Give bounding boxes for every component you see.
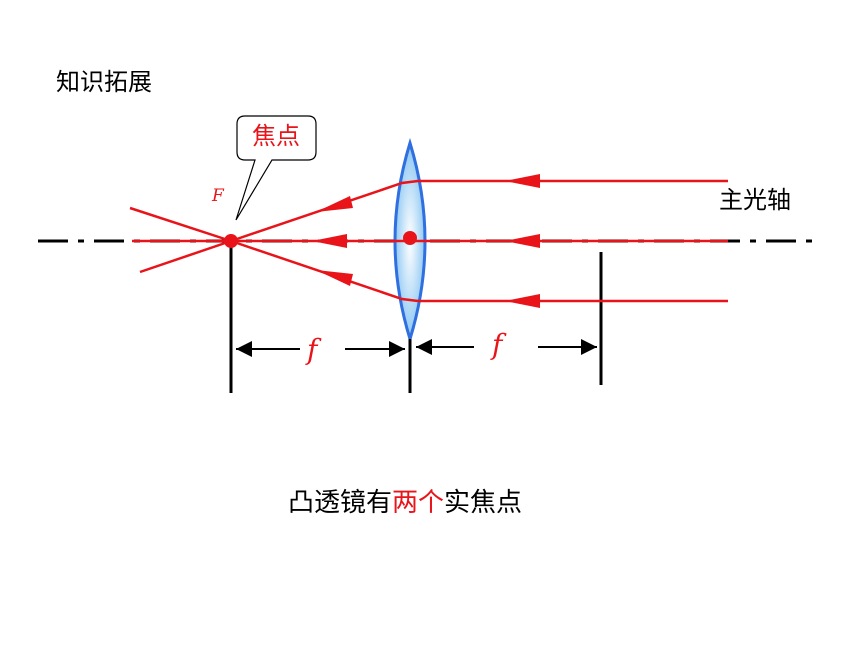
refracted-ray-top <box>139 179 419 274</box>
principal-axis-label: 主光轴 <box>719 186 791 214</box>
callout-label: 焦点 <box>252 122 300 150</box>
focal-length-label-right: f <box>492 328 503 361</box>
caption-part2: 实焦点 <box>444 488 523 518</box>
callout-bubble <box>235 115 317 221</box>
focal-point-label: F <box>212 186 224 206</box>
caption-part1: 凸透镜有 <box>287 488 392 518</box>
caption: 凸透镜有两个实焦点 <box>0 482 810 519</box>
focal-length-label-left: f <box>307 333 318 366</box>
optical-center-dot <box>403 231 417 245</box>
refracted-ray-bottom <box>129 206 419 303</box>
arrow-icon <box>505 234 540 248</box>
caption-highlight: 两个 <box>391 488 444 518</box>
arrow-icon <box>505 174 540 188</box>
arrow-icon <box>312 234 347 248</box>
focal-point-dot <box>224 234 238 248</box>
arrow-icon <box>316 196 353 212</box>
arrow-icon <box>505 294 540 308</box>
arrow-icon <box>316 270 353 286</box>
page-title: 知识拓展 <box>56 68 152 96</box>
